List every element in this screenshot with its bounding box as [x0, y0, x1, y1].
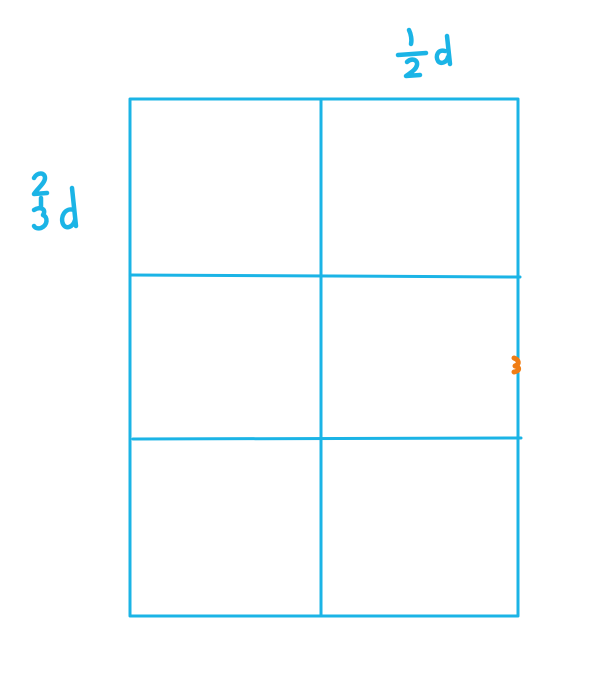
- top-variable-d: [434, 33, 453, 67]
- orange-marker: [511, 355, 522, 375]
- left-fraction-denominator: [31, 205, 49, 231]
- top-fraction-bar: [395, 50, 429, 58]
- top-fraction-denominator: [403, 57, 423, 79]
- grid-horizontal-divider-1: [128, 273, 522, 279]
- left-dimension-label: [31, 171, 79, 231]
- grid-rectangle: [128, 97, 523, 618]
- grid-horizontal-divider-2: [131, 436, 523, 441]
- grid-outer-border: [128, 97, 520, 618]
- left-variable-d: [59, 185, 79, 230]
- top-fraction-numerator: [406, 27, 414, 47]
- left-fraction-numerator: [31, 171, 50, 197]
- top-dimension-label: [395, 27, 453, 79]
